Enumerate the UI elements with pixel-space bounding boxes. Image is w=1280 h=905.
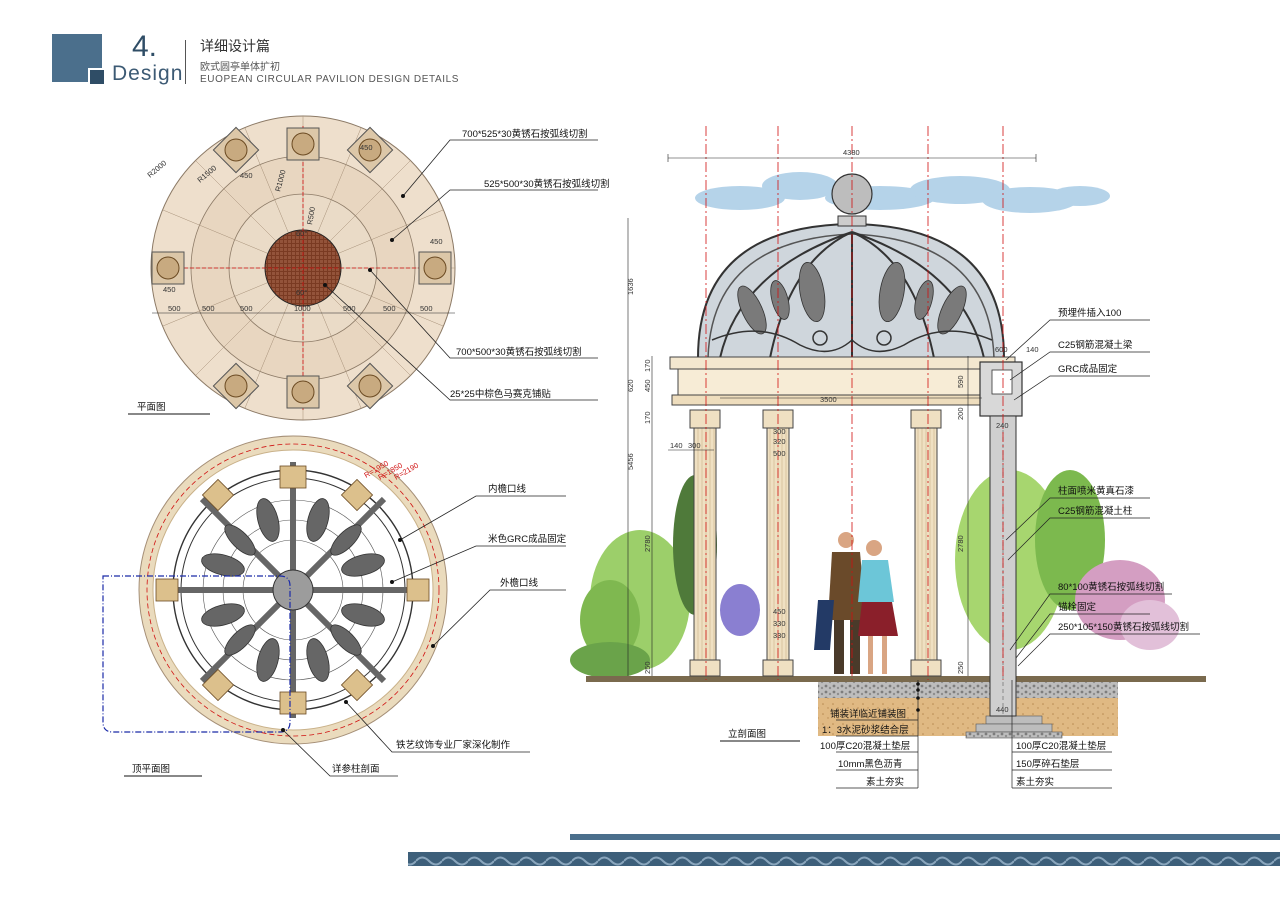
section-design-word: Design [112, 62, 184, 85]
plan-dim-500e: 500 [383, 304, 396, 313]
elev-dim-200: 200 [956, 407, 965, 420]
plan-dim-r500: R500 [305, 206, 317, 225]
plan-callout-3: 700*500*30黄锈石按弧线切割 [456, 346, 582, 358]
elev-callout-anchor: 锚栓固定 [1058, 601, 1097, 613]
elev-dim-590: 590 [956, 375, 965, 388]
elev-dim-140-left: 140 [670, 441, 683, 450]
section-number: 4. [132, 30, 158, 63]
roof-callout-inner-eave: 内檐口线 [488, 483, 527, 495]
elev-dim-250-left: 250 [643, 661, 652, 674]
elevation-view: 4380 1636 620 5456 170 450 170 2780 250 … [570, 126, 1206, 789]
plan-callout-2: 525*500*30黄锈石按弧线切割 [484, 178, 610, 190]
elev-layer-paving: 铺装详临近铺装图 [830, 708, 906, 720]
elev-dim-2780-left: 2780 [643, 535, 652, 552]
elev-layer-mortar: 1：3水泥砂浆结合层 [822, 724, 909, 736]
elev-layer-r-soil: 素土夯实 [1016, 776, 1054, 788]
elev-layer-r-gravel: 150厚碎石垫层 [1016, 758, 1079, 770]
plan-angle-top: 60° [296, 229, 307, 238]
plan-dim-500f: 500 [420, 304, 433, 313]
page-subtitle-cn: 欧式圆亭单体扩初 [200, 62, 280, 73]
roof-callout-grc: 米色GRC成品固定 [488, 533, 567, 545]
elev-dim-320: 320 [773, 437, 786, 446]
entablature [669, 356, 1016, 406]
elev-callout-column: C25钢筋混凝土柱 [1058, 505, 1133, 517]
plan-dim-450-left: 450 [163, 285, 176, 294]
plan-dim-450-diag: 450 [240, 171, 253, 180]
elev-dim-170-bot: 170 [643, 411, 652, 424]
elev-dim-170-top: 170 [643, 359, 652, 372]
sky-clouds [695, 172, 1110, 213]
elev-layer-r-concrete: 100厚C20混凝土垫层 [1016, 740, 1106, 752]
roof-callout-column-section: 详参柱剖面 [332, 763, 380, 775]
iron-dome [696, 173, 1006, 359]
elev-dim-250-right: 250 [956, 661, 965, 674]
elev-dim-450-base: 450 [773, 607, 786, 616]
elev-layer-concrete: 100厚C20混凝土垫层 [820, 740, 910, 752]
plan-dim-r2000: R2000 [146, 158, 169, 179]
elev-callout-stone1: 80*100黄锈石按弧线切割 [1058, 581, 1164, 593]
elev-dim-240: 240 [996, 421, 1009, 430]
axis-lines [705, 126, 1004, 680]
plan-view: 500 500 500 1000 500 500 500 450 450 450… [128, 115, 610, 421]
elev-dim-330b: 330 [773, 631, 786, 640]
elev-callout-grc: GRC成品固定 [1058, 363, 1118, 375]
elev-dim-300: 300 [773, 427, 786, 436]
plan-dim-450-top: 450 [360, 143, 373, 152]
plan-dim-1000: 1000 [294, 304, 311, 313]
elev-dim-620: 620 [626, 379, 635, 392]
elev-dim-140-right: 140 [1026, 345, 1039, 354]
plan-angle-bottom: 60° [296, 288, 307, 297]
elev-dim-2780-right: 2780 [956, 535, 965, 552]
elev-dim-500: 500 [773, 449, 786, 458]
elev-layer-asphalt: 10mm黑色沥青 [838, 758, 902, 770]
brand-block-accent [88, 68, 106, 86]
elev-callout-embed: 预埋件插入100 [1058, 307, 1121, 319]
elev-layer-soil: 素土夯实 [866, 776, 904, 788]
roof-plan-view: R=1950 R=1850 R=2190 内檐口线 米色GRC成品固定 外檐口线… [102, 435, 567, 777]
elev-callout-stone2: 250*105*150黄锈石按弧线切割 [1058, 621, 1189, 633]
plan-dim-500a: 500 [168, 304, 181, 313]
people-figures [814, 532, 898, 674]
elev-callout-beam: C25钢筋混凝土梁 [1058, 339, 1133, 351]
header-divider [185, 40, 186, 84]
roof-callout-ironwork: 铁艺纹饰专业厂家深化制作 [396, 739, 511, 751]
elev-dim-3500: 3500 [820, 395, 837, 404]
elev-dim-330a: 330 [773, 619, 786, 628]
plan-caption: 平面图 [137, 402, 166, 413]
footer-band-top [570, 834, 1280, 840]
roof-leaf-ornaments [201, 498, 385, 682]
page-subtitle-en: EUOPEAN CIRCULAR PAVILION DESIGN DETAILS [200, 74, 460, 85]
footer-band-bottom [408, 852, 1280, 866]
elev-dim-600: 600 [995, 345, 1008, 354]
elev-dim-300-left: 300 [688, 441, 701, 450]
plan-callout-4: 25*25中棕色马赛克铺贴 [450, 388, 551, 400]
plan-dim-500d: 500 [343, 304, 356, 313]
page-title: 详细设计篇 [200, 38, 270, 54]
roof-callout-outer-eave: 外檐口线 [500, 577, 539, 589]
plan-dim-450-right: 450 [430, 237, 443, 246]
elevation-caption: 立剖面图 [728, 728, 766, 740]
plan-column-pads [151, 126, 452, 410]
elev-dim-4380: 4380 [843, 148, 860, 157]
elev-dim-440: 440 [996, 705, 1009, 714]
roof-plan-caption: 顶平面图 [132, 764, 170, 775]
elev-dim-5456: 5456 [626, 453, 635, 470]
plan-dim-500c: 500 [240, 304, 253, 313]
plan-callout-1: 700*525*30黄锈石按弧线切割 [462, 128, 588, 140]
plan-dim-500b: 500 [202, 304, 215, 313]
elev-callout-paint: 柱面喷米黄真石漆 [1058, 485, 1135, 497]
elev-dim-1636: 1636 [626, 278, 635, 295]
elev-dim-450-ent: 450 [643, 379, 652, 392]
